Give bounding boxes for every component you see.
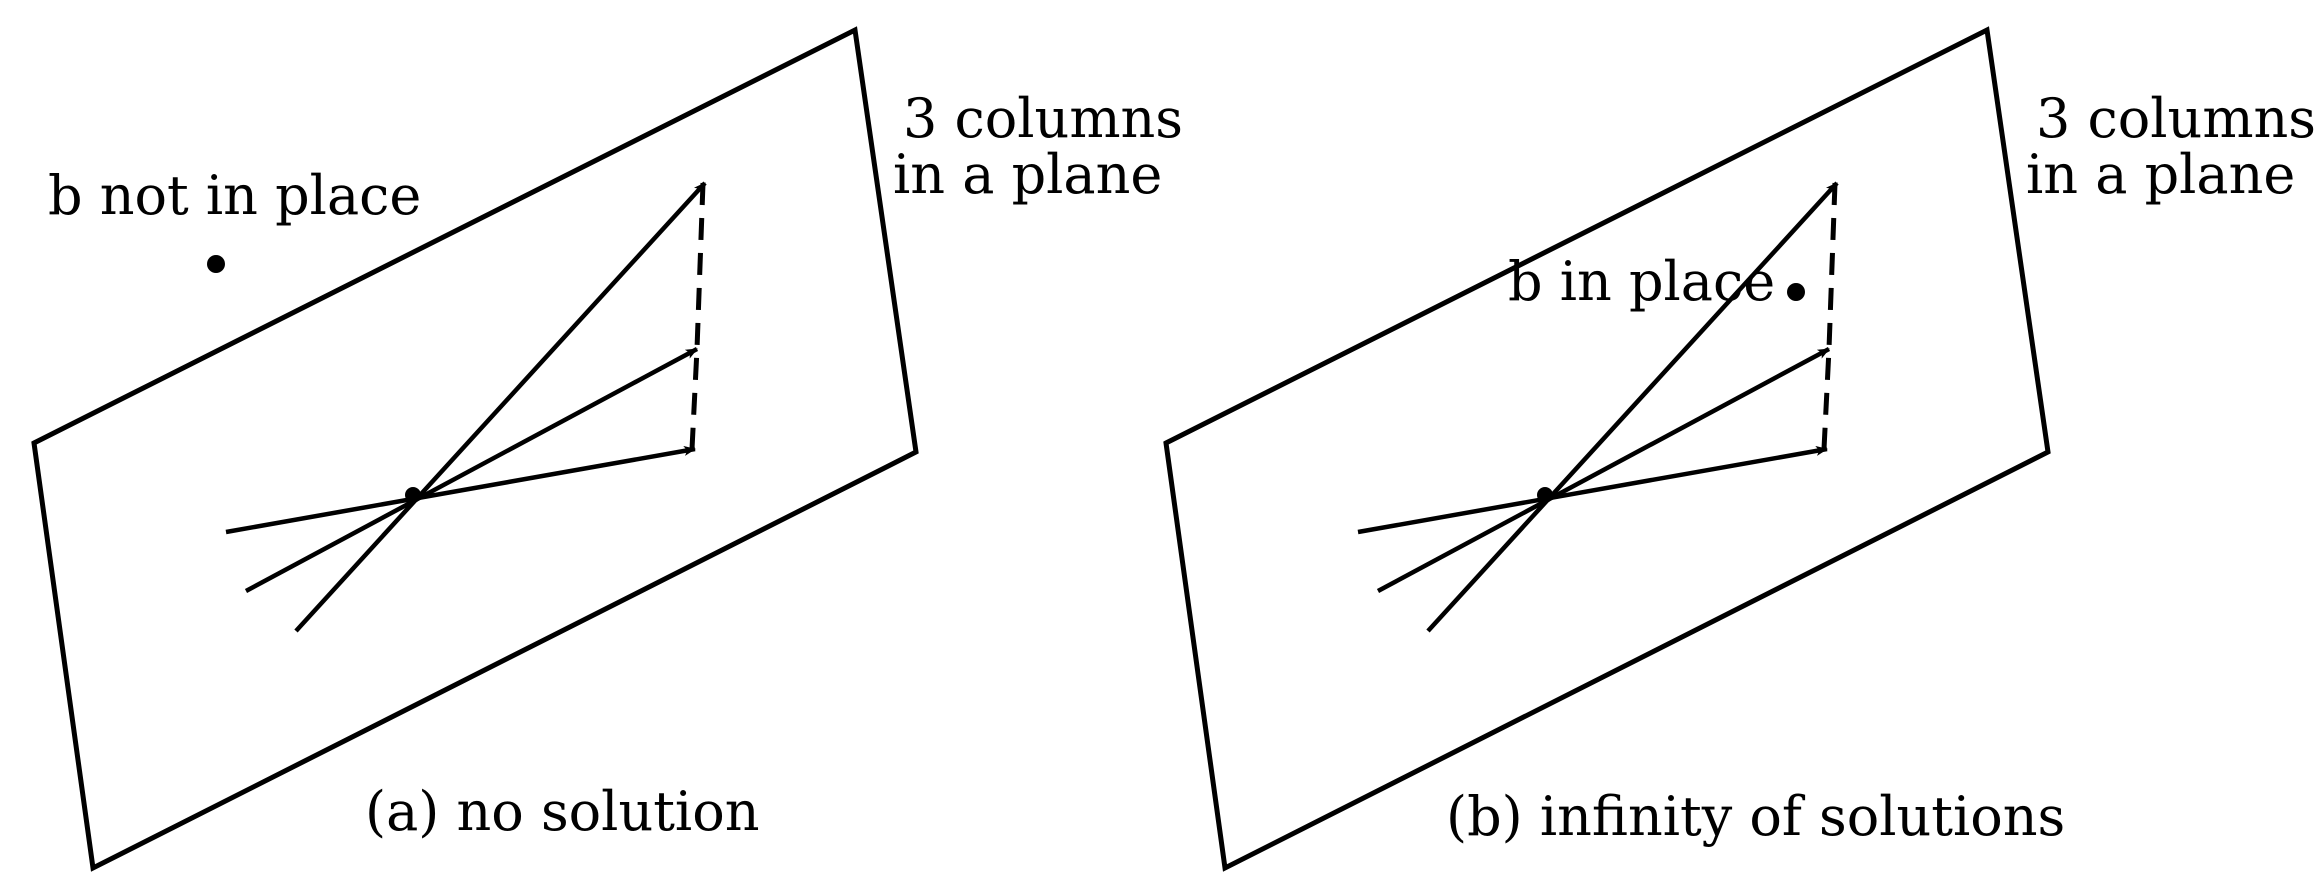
column-vector-a-2 bbox=[244, 347, 699, 593]
caption-a: (a) no solution bbox=[365, 780, 760, 843]
b-label-a: b not in place bbox=[48, 164, 421, 227]
b-label-b: b in place bbox=[1508, 250, 1775, 313]
origin-point-b bbox=[1537, 487, 1553, 503]
column-vector-b-1 bbox=[1357, 445, 1828, 535]
columns-label-b-line1: 3 columns bbox=[2036, 87, 2314, 150]
panel-b: b in place 3 columns in a plane (b) infi… bbox=[1163, 26, 2314, 872]
column-vector-b-3 bbox=[1426, 181, 1839, 633]
origin-point-a bbox=[405, 487, 421, 503]
b-point-a bbox=[207, 255, 225, 273]
column-vector-a-1 bbox=[225, 445, 696, 535]
dashed-connector-b bbox=[1821, 182, 1838, 450]
columns-label-a-line1: 3 columns bbox=[903, 87, 1183, 150]
plane-b bbox=[1163, 26, 2051, 872]
columns-label-b-line2: in a plane bbox=[2026, 143, 2295, 206]
column-vector-b-2 bbox=[1376, 347, 1831, 593]
columns-label-a-line2: in a plane bbox=[893, 143, 1162, 206]
panel-a: b not in place 3 columns in a plane (a) … bbox=[31, 26, 1183, 872]
column-vector-a-3 bbox=[294, 181, 707, 633]
caption-b: (b) infinity of solutions bbox=[1446, 785, 2065, 848]
plane-a bbox=[31, 26, 919, 872]
b-point-b bbox=[1787, 283, 1805, 301]
dashed-connector-a bbox=[689, 182, 706, 450]
